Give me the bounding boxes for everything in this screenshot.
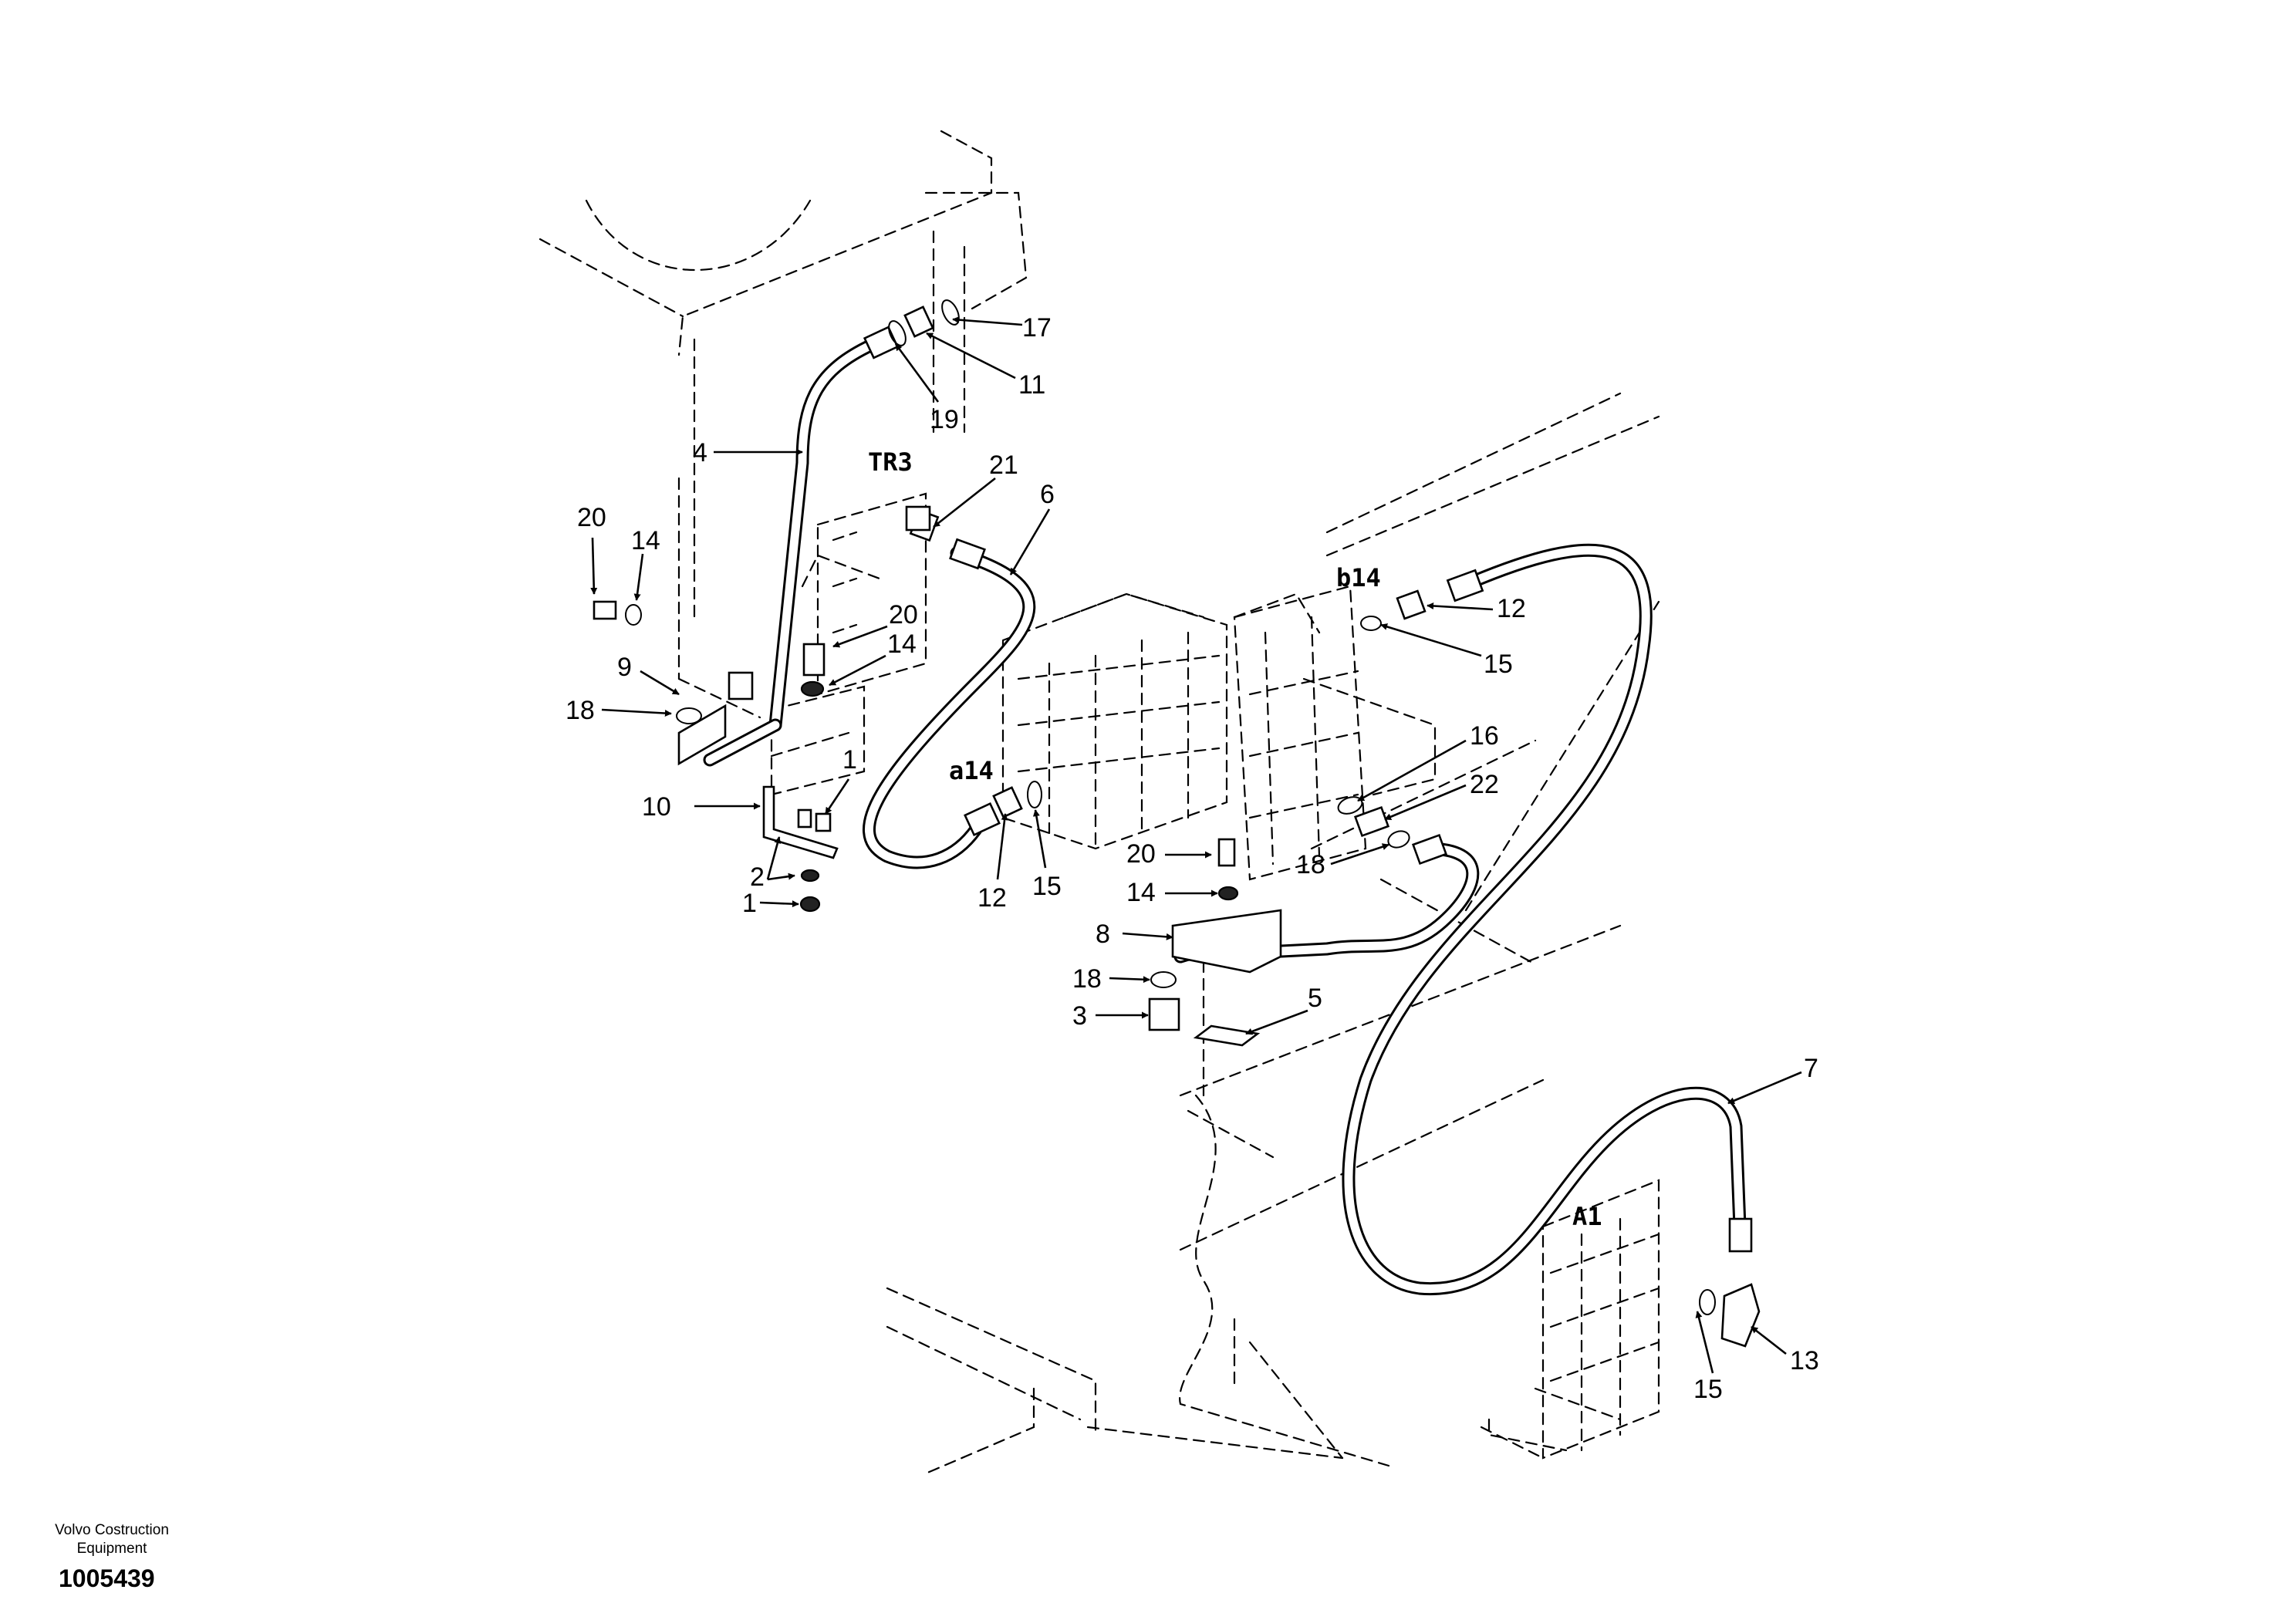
brand-name: Volvo Costruction Equipment: [31, 1521, 193, 1558]
callout-21: 21: [989, 451, 1018, 480]
callout-1-bottom: 1: [742, 889, 757, 918]
left-valve-block: [770, 492, 927, 796]
brand-line-1: Volvo Costruction: [55, 1522, 169, 1538]
callout-14-mid: 14: [887, 629, 917, 659]
port-label-b14: b14: [1336, 563, 1381, 592]
callout-14-left: 14: [631, 526, 660, 555]
callout-20-center: 20: [1126, 839, 1156, 869]
callout-20-mid: 20: [889, 600, 918, 629]
callout-13: 13: [1790, 1346, 1819, 1375]
callout-20-left: 20: [577, 503, 606, 532]
callout-15-mid: 15: [1032, 872, 1062, 901]
callout-3: 3: [1072, 1001, 1087, 1031]
callout-15-right: 15: [1484, 650, 1513, 679]
callout-18-right: 18: [1296, 850, 1325, 879]
brand-line-2: Equipment: [76, 1541, 147, 1557]
document-number: 1005439: [59, 1564, 155, 1592]
hoses: [703, 338, 1747, 1296]
callout-leaders: [590, 316, 1802, 1374]
fittings: [593, 299, 1761, 1348]
callout-7: 7: [1804, 1054, 1818, 1083]
callout-12-mid: 12: [977, 883, 1007, 913]
control-valve: [1001, 585, 1437, 881]
callout-6: 6: [1040, 480, 1055, 509]
callout-10: 10: [642, 792, 671, 822]
callout-18-left: 18: [566, 696, 595, 725]
callout-4: 4: [693, 438, 707, 467]
callout-14-center: 14: [1126, 878, 1156, 907]
callout-16: 16: [1470, 721, 1499, 751]
port-label-a14: a14: [949, 756, 994, 785]
callout-labels: 4 17 11 19 21 6 20 14 20 14 9 18 10 1 2 …: [566, 313, 1819, 1404]
callout-1-top: 1: [842, 745, 857, 775]
port-labels: TR3 b14 a14 A1: [868, 447, 1602, 1231]
callout-15-bottom: 15: [1693, 1375, 1723, 1404]
callout-18-center: 18: [1072, 964, 1102, 994]
callout-11: 11: [1018, 370, 1045, 400]
port-label-a1: A1: [1572, 1202, 1602, 1231]
callout-12-right: 12: [1497, 594, 1526, 623]
port-label-tr3: TR3: [868, 447, 913, 477]
callout-9: 9: [617, 653, 632, 682]
callout-17: 17: [1022, 313, 1052, 343]
a1-valve-block: [1480, 1179, 1660, 1460]
callout-2: 2: [750, 862, 765, 892]
callout-22: 22: [1470, 770, 1499, 799]
callout-19: 19: [930, 405, 959, 434]
callout-8: 8: [1096, 920, 1110, 949]
callout-5: 5: [1308, 984, 1322, 1013]
